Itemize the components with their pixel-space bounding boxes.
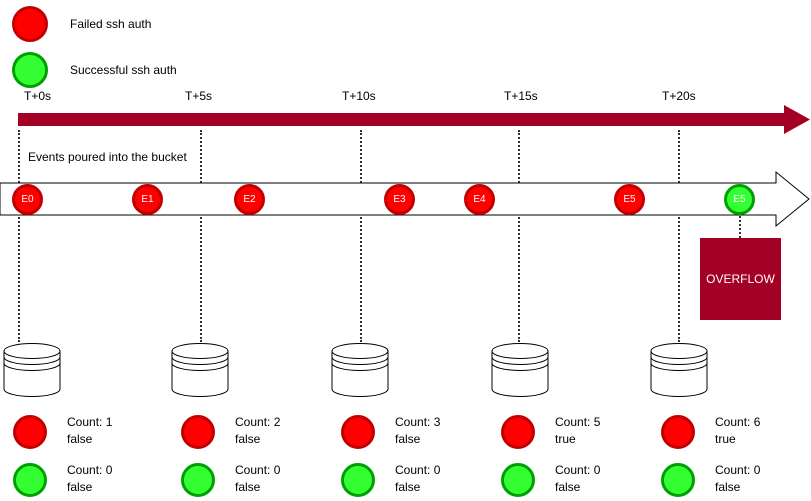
guide-line-t0 (18, 130, 20, 342)
event-circle-e0: E0 (12, 184, 43, 215)
event-label: E4 (473, 194, 486, 205)
overflow-label: OVERFLOW (706, 272, 775, 286)
overflow-box: OVERFLOW (700, 238, 781, 320)
count-value: Count: 0 (715, 463, 761, 477)
bucket-icon-0 (3, 343, 61, 397)
event-circle-e5-failed: E5 (614, 184, 645, 215)
count-value: Count: 6 (715, 415, 761, 429)
event-circle-e2: E2 (234, 184, 265, 215)
count-flag: true (715, 432, 736, 446)
legend-label-failed: Failed ssh auth (70, 17, 152, 31)
success-count-text-3: Count: 0 false (555, 462, 600, 496)
bucket-icon-3 (491, 343, 549, 397)
bucket-icon-1 (171, 343, 229, 397)
count-flag: false (67, 480, 93, 494)
event-label: E5 (623, 194, 636, 205)
success-auth-icon (12, 52, 48, 88)
success-count-icon-1 (181, 463, 215, 497)
event-circle-e3: E3 (384, 184, 415, 215)
success-count-text-1: Count: 0 false (235, 462, 280, 496)
success-count-text-4: Count: 0 false (715, 462, 760, 496)
failed-count-icon-4 (661, 415, 695, 449)
event-label: E3 (393, 194, 406, 205)
failed-count-text-1: Count: 2 false (235, 414, 280, 448)
event-circle-e4: E4 (464, 184, 495, 215)
guide-line-t5 (200, 130, 202, 342)
count-flag: false (715, 480, 741, 494)
event-label: E2 (243, 194, 256, 205)
count-value: Count: 5 (555, 415, 601, 429)
count-value: Count: 0 (67, 463, 113, 477)
count-flag: false (235, 432, 261, 446)
success-count-icon-2 (341, 463, 375, 497)
count-value: Count: 0 (395, 463, 441, 477)
timeline-tick-0: T+0s (24, 89, 52, 103)
guide-line-t15 (518, 130, 520, 342)
bucket-icon-4 (650, 343, 708, 397)
event-circle-e5-success: E5 (724, 184, 755, 215)
count-flag: false (555, 480, 581, 494)
failed-count-icon-0 (13, 415, 47, 449)
success-count-text-2: Count: 0 false (395, 462, 440, 496)
event-circle-e1: E1 (132, 184, 163, 215)
failed-count-icon-2 (341, 415, 375, 449)
guide-line-t20 (678, 130, 680, 342)
guide-line-t10 (360, 130, 362, 342)
failed-count-text-2: Count: 3 false (395, 414, 440, 448)
event-label: E1 (141, 194, 154, 205)
failed-count-text-0: Count: 1 false (67, 414, 112, 448)
failed-count-icon-3 (501, 415, 535, 449)
failed-auth-icon (12, 6, 48, 42)
timeline-tick-2: T+10s (342, 89, 376, 103)
timeline-tick-3: T+15s (504, 89, 538, 103)
failed-count-text-4: Count: 6 true (715, 414, 760, 448)
success-count-icon-0 (13, 463, 47, 497)
pipeline-label: Events poured into the bucket (28, 150, 187, 164)
count-flag: false (395, 480, 421, 494)
count-value: Count: 2 (235, 415, 281, 429)
count-value: Count: 0 (235, 463, 281, 477)
count-value: Count: 1 (67, 415, 113, 429)
failed-count-icon-1 (181, 415, 215, 449)
failed-count-text-3: Count: 5 true (555, 414, 600, 448)
legend-label-success: Successful ssh auth (70, 63, 177, 77)
success-count-icon-4 (661, 463, 695, 497)
event-label: E5 (733, 194, 746, 205)
success-count-text-0: Count: 0 false (67, 462, 112, 496)
count-value: Count: 0 (555, 463, 601, 477)
event-label: E0 (21, 194, 34, 205)
bucket-icon-2 (331, 343, 389, 397)
guide-line-overflow (739, 216, 741, 238)
count-flag: false (395, 432, 421, 446)
timeline-arrow (18, 105, 810, 134)
timeline-tick-1: T+5s (185, 89, 213, 103)
count-flag: true (555, 432, 576, 446)
success-count-icon-3 (501, 463, 535, 497)
count-flag: false (67, 432, 93, 446)
count-value: Count: 3 (395, 415, 441, 429)
count-flag: false (235, 480, 261, 494)
timeline-tick-4: T+20s (662, 89, 696, 103)
